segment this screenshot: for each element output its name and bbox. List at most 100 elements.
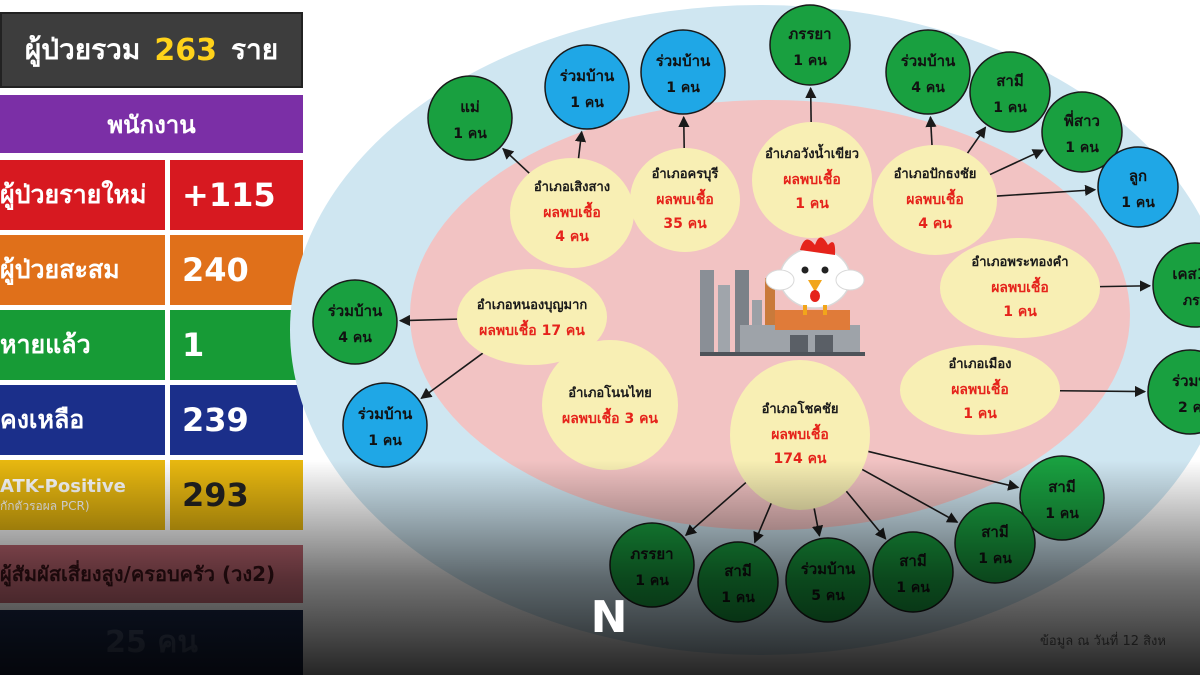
contact-node-ruam-mueang: ร่วมบ้2 ค xyxy=(1147,349,1200,435)
link-arrow xyxy=(805,86,817,123)
contact-node-ruam-1: ร่วมบ้าน1 คน xyxy=(544,44,630,130)
contact-circle xyxy=(769,4,851,86)
contact-node-mae: แม่1 คน xyxy=(427,75,513,161)
contact-node-samee-c3: สามี 1 คน xyxy=(872,531,954,613)
district-name: อำเภอปักธงชัย xyxy=(894,166,977,182)
contact-label: ร่วมบ้าน xyxy=(560,67,615,85)
contact-label: เคส10 xyxy=(1172,265,1200,283)
contact-node-case: เคส10ภรร xyxy=(1152,242,1200,328)
contact-count: 1 คน xyxy=(1045,506,1079,522)
district-name: อำเภอครบุรี xyxy=(652,166,719,182)
contact-node-ruam-2: ร่วมบ้าน1 คน xyxy=(640,29,726,115)
link-arrow xyxy=(989,149,1044,176)
district-name: อำเภอเมือง xyxy=(948,356,1011,372)
contact-circle xyxy=(872,531,954,613)
contact-label: สามี xyxy=(1048,478,1075,496)
district-result: ผลพบเชื้อ 3 คน xyxy=(562,407,658,427)
data-date-note: ข้อมูล ณ วันที่ 12 สิงห xyxy=(1040,634,1166,649)
district-bubble xyxy=(900,345,1060,435)
link-arrow xyxy=(996,184,1097,197)
contact-label: ร่วมบ้าน xyxy=(901,52,956,70)
contact-count: 1 คน xyxy=(896,580,930,596)
chicken-mascot-icon xyxy=(765,237,865,315)
contact-label: ร่วมบ้ xyxy=(1172,372,1200,390)
link-arrow xyxy=(502,147,530,174)
contact-node-ruam-pak: ร่วมบ้าน4 คน xyxy=(885,29,971,115)
contact-label: ร่วมบ้าน xyxy=(328,302,383,320)
row-value: 1 xyxy=(170,310,303,380)
district-name: อำเภอวังน้ำเขียว xyxy=(765,143,859,162)
row-label: ผู้ป่วยสะสม xyxy=(0,235,165,305)
district-bubble xyxy=(542,340,678,470)
contact-count: 5 คน xyxy=(811,588,845,604)
contact-circle xyxy=(544,44,630,130)
row-label: คงเหลือ xyxy=(0,385,165,455)
district-result: ผลพบเชื้อ xyxy=(951,378,1009,398)
contact-count: 1 คน xyxy=(793,53,827,69)
total-label: ผู้ป่วยรวม xyxy=(24,33,141,66)
staff-header: พนักงาน xyxy=(0,95,303,153)
district-bubble xyxy=(752,122,872,238)
contact-count: 1 คน xyxy=(453,126,487,142)
link-arrow xyxy=(1059,385,1147,398)
district-count: 1 คน xyxy=(795,196,829,212)
row-recovered: หายแล้ว 1 xyxy=(0,310,303,380)
contact-node-samee-c4: สามี1 คน xyxy=(697,541,779,623)
contact-count: 1 คน xyxy=(635,573,669,589)
district-count: 35 คน xyxy=(663,216,707,232)
contact-node-ruam-c: ร่วมบ้าน 5 คน xyxy=(785,537,871,623)
link-arrow xyxy=(574,130,587,159)
district-bubble xyxy=(630,148,740,252)
contact-count: 1 คน xyxy=(1121,195,1155,211)
contact-count: 1 คน xyxy=(721,590,755,606)
row-new-patients: ผู้ป่วยรายใหม่ +115 xyxy=(0,160,303,230)
district-result: ผลพบเชื้อ xyxy=(991,276,1049,296)
contact-node-ruam-nong-g: ร่วมบ้าน4 คน xyxy=(312,279,398,365)
district-bubble xyxy=(940,238,1100,338)
contact-label: ร่วมบ้าน xyxy=(801,560,856,578)
contact-label: สามี xyxy=(981,523,1008,541)
contact-circle xyxy=(1041,91,1123,173)
district-result: ผลพบเชื้อ xyxy=(783,168,841,188)
contact-node-samee-pak: สามี1 คน xyxy=(969,51,1051,133)
brand-logo: N xyxy=(590,592,628,643)
district-count: 4 คน xyxy=(555,229,589,245)
contact-label: ลูก xyxy=(1129,167,1147,186)
district-count: 1 คน xyxy=(963,406,997,422)
contact-circle xyxy=(342,382,428,468)
contact-node-samee-c2: สามี1 คน xyxy=(954,502,1036,584)
district-result: ผลพบเชื้อ xyxy=(771,423,829,443)
contact-circle xyxy=(1147,349,1200,435)
district-bubble xyxy=(457,269,607,365)
district-bubble xyxy=(510,158,634,268)
contact-label: สามี xyxy=(996,72,1023,90)
factory-icon xyxy=(700,270,865,356)
district-node-khon-buri: อำเภอครบุรีผลพบเชื้อ 35 คน xyxy=(630,148,740,252)
contact-label: ร่วมบ้าน xyxy=(358,405,413,423)
row-label: หายแล้ว xyxy=(0,310,165,380)
contact-circle xyxy=(954,502,1036,584)
contact-circle xyxy=(1097,146,1179,228)
district-result: ผลพบเชื้อ xyxy=(656,188,714,208)
row-value: +115 xyxy=(170,160,303,230)
district-name: อำเภอเสิงสาง xyxy=(534,179,610,195)
link-arrow xyxy=(398,314,458,327)
row-value: 240 xyxy=(170,235,303,305)
contact-circle xyxy=(312,279,398,365)
contact-node-luk: ลูก 1 คน xyxy=(1097,146,1179,228)
district-result: ผลพบเชื้อ xyxy=(906,188,964,208)
district-result: ผลพบเชื้อ xyxy=(543,201,601,221)
district-count: 1 คน xyxy=(1003,304,1037,320)
district-bubble xyxy=(873,145,997,255)
contact-label: สามี xyxy=(899,552,926,570)
contact-count: 1 คน xyxy=(368,433,402,449)
contact-circle xyxy=(697,541,779,623)
contact-node-ruam-nong-b: ร่วมบ้าน 1 คน xyxy=(342,382,428,468)
total-unit: ราย xyxy=(230,33,279,66)
contact-label: ภรรยา xyxy=(630,545,673,563)
